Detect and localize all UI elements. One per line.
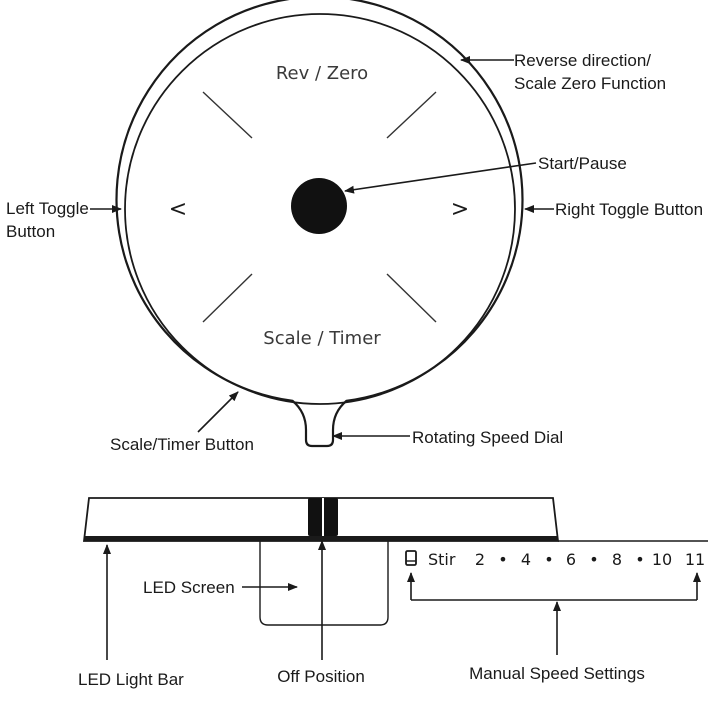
speed-dot: • bbox=[498, 550, 507, 569]
start-pause-label: Start/Pause bbox=[538, 154, 627, 173]
scale-timer-arrow bbox=[197, 391, 239, 433]
scale-timer-button-label: Scale/Timer Button bbox=[110, 435, 254, 454]
dial-inner-ring bbox=[124, 13, 516, 405]
speed-2: 2 bbox=[475, 550, 485, 569]
right-toggle-label: Right Toggle Button bbox=[555, 200, 703, 219]
speed-dot: • bbox=[544, 550, 553, 569]
speed-scale: Stir 2 • 4 • 6 • 8 • 10 11 bbox=[405, 550, 705, 569]
start-pause-arrow bbox=[344, 162, 537, 194]
scale-timer-label[interactable]: Scale / Timer bbox=[263, 328, 381, 349]
left-toggle-label-line2: Button bbox=[6, 222, 55, 241]
rotating-speed-dial-label: Rotating Speed Dial bbox=[412, 428, 563, 447]
speed-10: 10 bbox=[652, 550, 672, 569]
led-screen-label: LED Screen bbox=[143, 578, 235, 597]
speed-dot: • bbox=[589, 550, 598, 569]
speed-stir: Stir bbox=[428, 550, 456, 569]
speed-4: 4 bbox=[521, 550, 531, 569]
manual-speed-settings-label: Manual Speed Settings bbox=[469, 664, 645, 683]
speed-11: 11 bbox=[685, 550, 705, 569]
left-chevron-icon[interactable]: < bbox=[169, 197, 187, 222]
speed-dot: • bbox=[635, 550, 644, 569]
left-toggle-label: Left Toggle bbox=[6, 199, 89, 218]
start-pause-button[interactable] bbox=[291, 178, 347, 234]
reverse-direction-label: Reverse direction/ bbox=[514, 51, 651, 70]
led-light-bar-label: LED Light Bar bbox=[78, 670, 184, 689]
phone-icon bbox=[405, 550, 417, 566]
speed-8: 8 bbox=[612, 550, 622, 569]
scale-zero-label: Scale Zero Function bbox=[514, 74, 666, 93]
speed-6: 6 bbox=[566, 550, 576, 569]
off-position-label: Off Position bbox=[277, 667, 365, 686]
dial-segment-lines bbox=[202, 91, 437, 323]
led-screen-box bbox=[259, 541, 389, 626]
led-light-bar bbox=[84, 536, 558, 541]
right-chevron-icon[interactable]: > bbox=[451, 197, 469, 222]
rev-zero-label[interactable]: Rev / Zero bbox=[276, 63, 368, 84]
